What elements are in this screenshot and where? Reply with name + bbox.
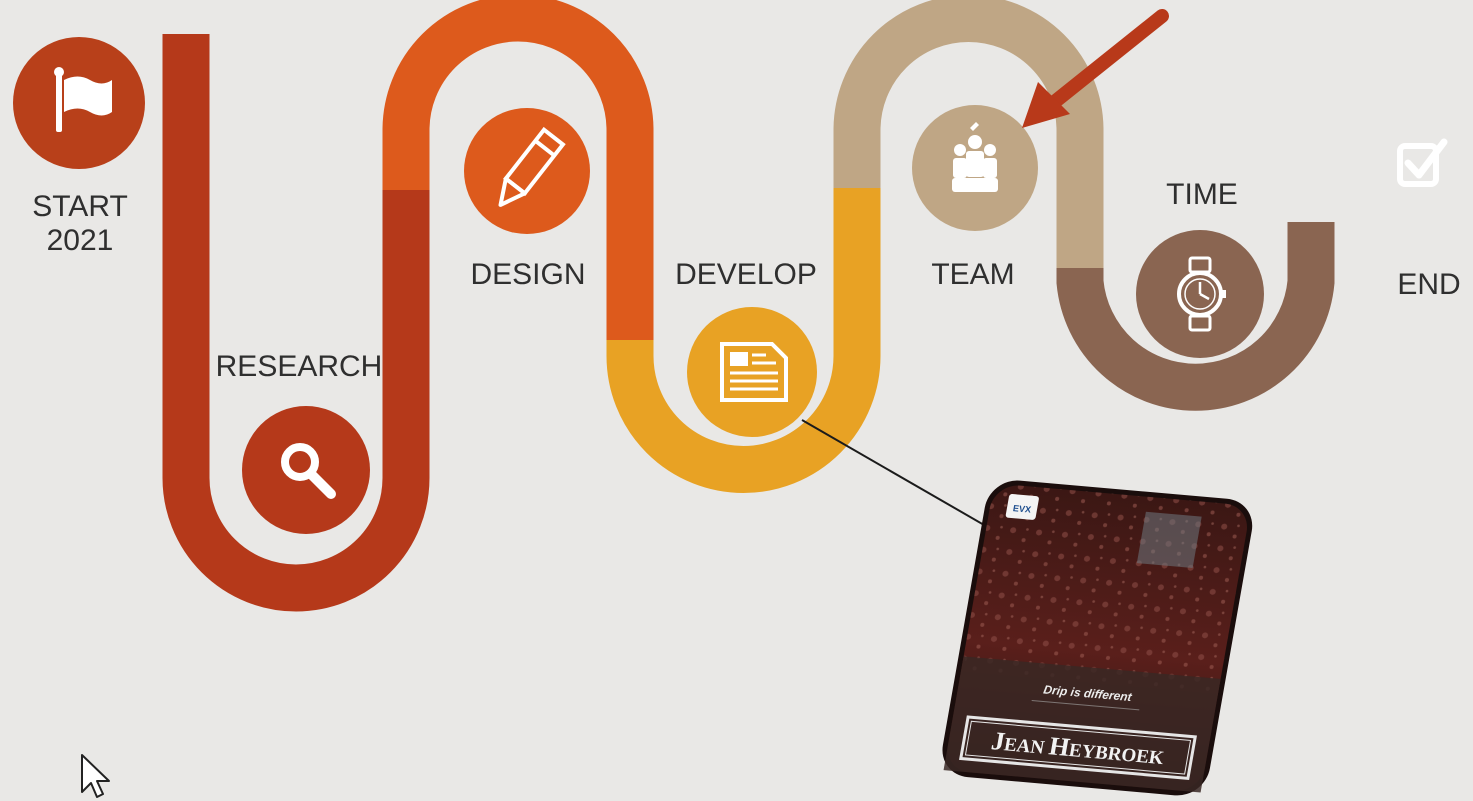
- wristwatch-icon: [1177, 256, 1226, 332]
- stage-start-marker[interactable]: [13, 37, 145, 169]
- stage-time-marker[interactable]: [1136, 230, 1264, 358]
- team-icon: [952, 122, 998, 192]
- document-icon: [720, 342, 788, 402]
- stage-develop-label: DEVELOP: [675, 258, 817, 291]
- mouse-cursor-icon: [81, 754, 110, 798]
- product-logo: EVX: [1005, 494, 1039, 520]
- stage-end-label: END: [1397, 268, 1461, 301]
- stage-team-marker[interactable]: [912, 105, 1038, 231]
- stage-research-label: RESEARCH: [215, 350, 383, 383]
- stage-start-label: START 2021: [20, 190, 140, 258]
- stage-design-label: DESIGN: [470, 258, 586, 291]
- stage-develop-marker[interactable]: [687, 307, 817, 437]
- stage-team-label: TEAM: [931, 258, 1015, 291]
- start-label-text: START: [32, 190, 128, 223]
- stage-time-label: TIME: [1166, 178, 1238, 211]
- magnifier-icon: [281, 443, 336, 499]
- stage-research-marker[interactable]: [242, 406, 370, 534]
- stage-design-marker[interactable]: [464, 108, 590, 234]
- pointer-arrow: [1022, 9, 1169, 128]
- brand-box: [959, 715, 1197, 781]
- flag-icon: [54, 67, 112, 132]
- checkbox-icon: [1397, 138, 1448, 187]
- pencil-icon: [498, 126, 566, 207]
- start-year: 2021: [46, 224, 114, 257]
- product-card[interactable]: EVX Drip is different JEAN HEYBROEK: [938, 478, 1257, 798]
- product-label-sticker: [1136, 511, 1202, 569]
- svg-text:EVX: EVX: [1012, 503, 1032, 514]
